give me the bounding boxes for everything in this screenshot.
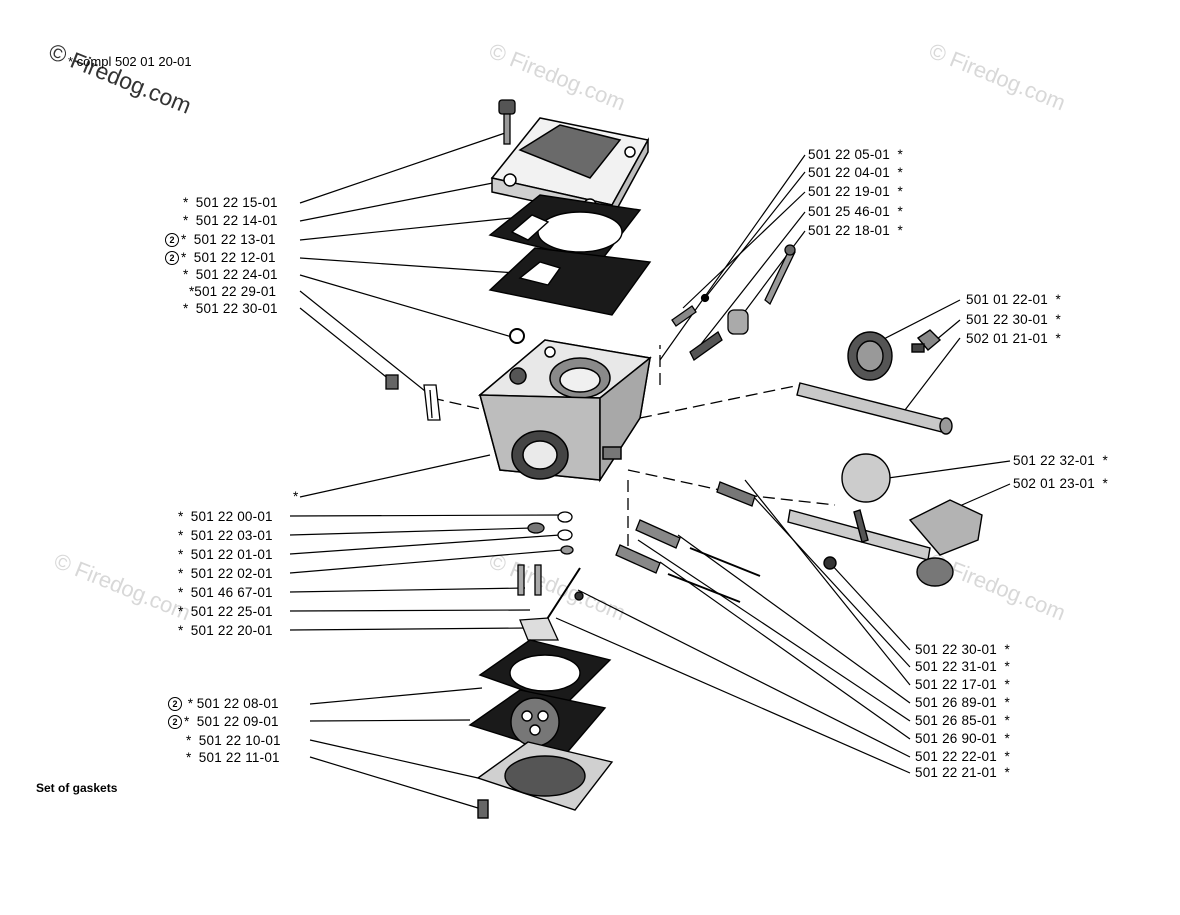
part-label: 501 22 19-01 *: [808, 184, 903, 199]
lever-clip-part: [385, 374, 441, 421]
springs-part: [615, 481, 761, 603]
pump-diaphragm-part: [468, 689, 607, 756]
part-label: 501 22 32-01 *: [1013, 453, 1108, 468]
set-of-gaskets-label: Set of gaskets: [36, 781, 118, 795]
throttle-shaft-part: [796, 329, 953, 435]
needle-spring-parts: [671, 244, 796, 361]
part-label: * 501 22 20-01: [178, 623, 273, 638]
leader-lines: [289, 131, 1011, 809]
part-label: * 501 22 11-01: [186, 750, 280, 765]
part-label: 501 22 22-01 *: [915, 749, 1010, 764]
gasket-upper-part: [488, 194, 642, 263]
body-marker: *: [293, 489, 299, 504]
part-label: 501 26 89-01 *: [915, 695, 1010, 710]
part-label: * 501 22 00-01: [178, 509, 273, 524]
cover-screw-part: [498, 99, 516, 145]
circled-number-marker: 2: [168, 715, 182, 729]
part-label: * 501 22 10-01: [186, 733, 281, 748]
part-label: 501 22 21-01 *: [915, 765, 1010, 780]
part-label: 2* 501 22 12-01: [165, 250, 276, 266]
part-label: 501 22 18-01 *: [808, 223, 903, 238]
part-label: 501 22 30-01 *: [915, 642, 1010, 657]
part-label: * 501 22 01-01: [178, 547, 273, 562]
part-label: * 501 22 25-01: [178, 604, 273, 619]
part-label: 501 22 17-01 *: [915, 677, 1010, 692]
part-label: 501 26 85-01 *: [915, 713, 1010, 728]
part-label: 501 22 30-01 *: [966, 312, 1061, 327]
circled-number-marker: 2: [168, 697, 182, 711]
part-label: 502 01 23-01 *: [1013, 476, 1108, 491]
pump-cover-part: [476, 741, 614, 819]
carburettor-body-part: [478, 339, 652, 483]
diaphragm-part: [488, 247, 652, 316]
part-label: 2 * 501 22 08-01: [168, 696, 279, 712]
pump-gasket-part: [478, 639, 612, 706]
part-label: 501 22 05-01 *: [808, 147, 903, 162]
part-label: 2* 501 22 13-01: [165, 232, 276, 248]
choke-shaft-part: [787, 453, 983, 587]
part-label: *501 22 29-01: [189, 284, 277, 299]
part-label: 501 22 04-01 *: [808, 165, 903, 180]
part-label: * 501 22 02-01: [178, 566, 273, 581]
seal-ring-part: [509, 328, 525, 344]
part-label: 501 26 90-01 *: [915, 731, 1010, 746]
part-label: 2* 501 22 09-01: [168, 714, 279, 730]
part-label: * 501 22 03-01: [178, 528, 273, 543]
part-label: * 501 22 15-01: [183, 195, 278, 210]
part-label: 501 22 31-01 *: [915, 659, 1010, 674]
circled-number-marker: 2: [165, 233, 179, 247]
circled-number-marker: 2: [165, 251, 179, 265]
part-label: * 501 22 24-01: [183, 267, 278, 282]
part-label: * 501 46 67-01: [178, 585, 273, 600]
assembly-compl-label: * compl 502 01 20-01: [68, 54, 192, 69]
part-label: 502 01 21-01 *: [966, 331, 1061, 346]
inlet-needle-parts: [517, 511, 584, 641]
part-label: * 501 22 30-01: [183, 301, 278, 316]
part-label: 501 25 46-01 *: [808, 204, 903, 219]
part-label: * 501 22 14-01: [183, 213, 278, 228]
asterisk-marker: *: [68, 54, 77, 69]
part-label: 501 01 22-01 *: [966, 292, 1061, 307]
